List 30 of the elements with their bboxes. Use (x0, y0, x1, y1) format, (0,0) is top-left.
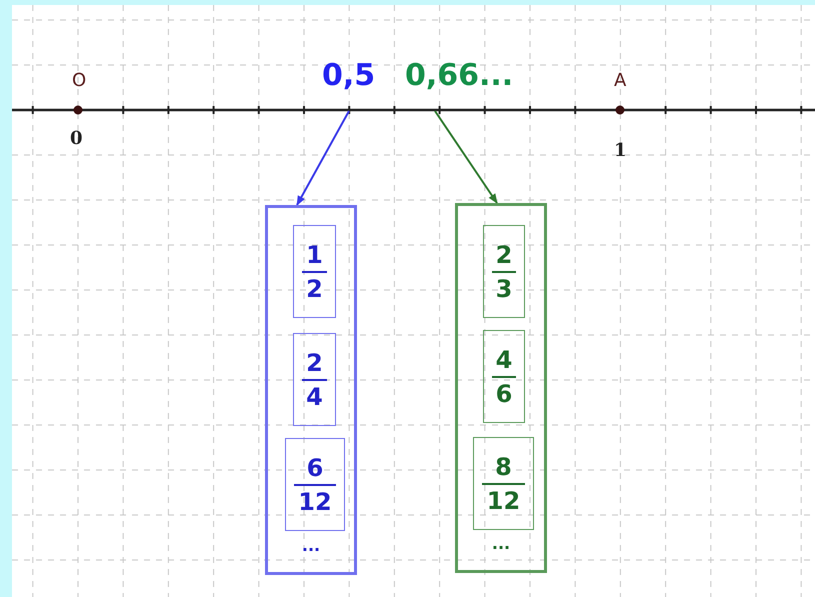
numerator: 2 (496, 240, 512, 268)
numerator: 6 (306, 454, 324, 482)
denominator: 4 (306, 382, 323, 410)
denominator: 2 (306, 274, 323, 302)
numerator: 2 (306, 348, 323, 376)
value-label: 0,5 (322, 58, 376, 93)
numerator: 8 (495, 452, 512, 480)
numerator: 4 (496, 346, 512, 374)
denominator: 12 (486, 486, 520, 514)
denominator: 6 (496, 380, 512, 408)
fraction-list-box (265, 205, 357, 575)
fraction-list-box (455, 203, 547, 573)
tick-label: 1 (614, 140, 627, 161)
denominator: 12 (298, 488, 332, 516)
denominator: 3 (496, 274, 512, 302)
numerator: 1 (306, 240, 323, 268)
fraction-box (483, 225, 525, 318)
point-name: O (72, 70, 86, 91)
fraction-box (293, 333, 336, 426)
arrow (434, 110, 498, 204)
tick-label: 0 (70, 128, 83, 149)
point-name: A (614, 70, 626, 91)
fraction-box (285, 438, 345, 531)
arrow (296, 110, 350, 206)
ellipsis-text: ... (490, 534, 512, 553)
value-label: 0,66... (405, 58, 514, 93)
fraction-box (473, 437, 534, 530)
fraction-box (293, 225, 336, 318)
ellipsis-text: ... (300, 536, 322, 555)
fraction-box (483, 330, 525, 423)
